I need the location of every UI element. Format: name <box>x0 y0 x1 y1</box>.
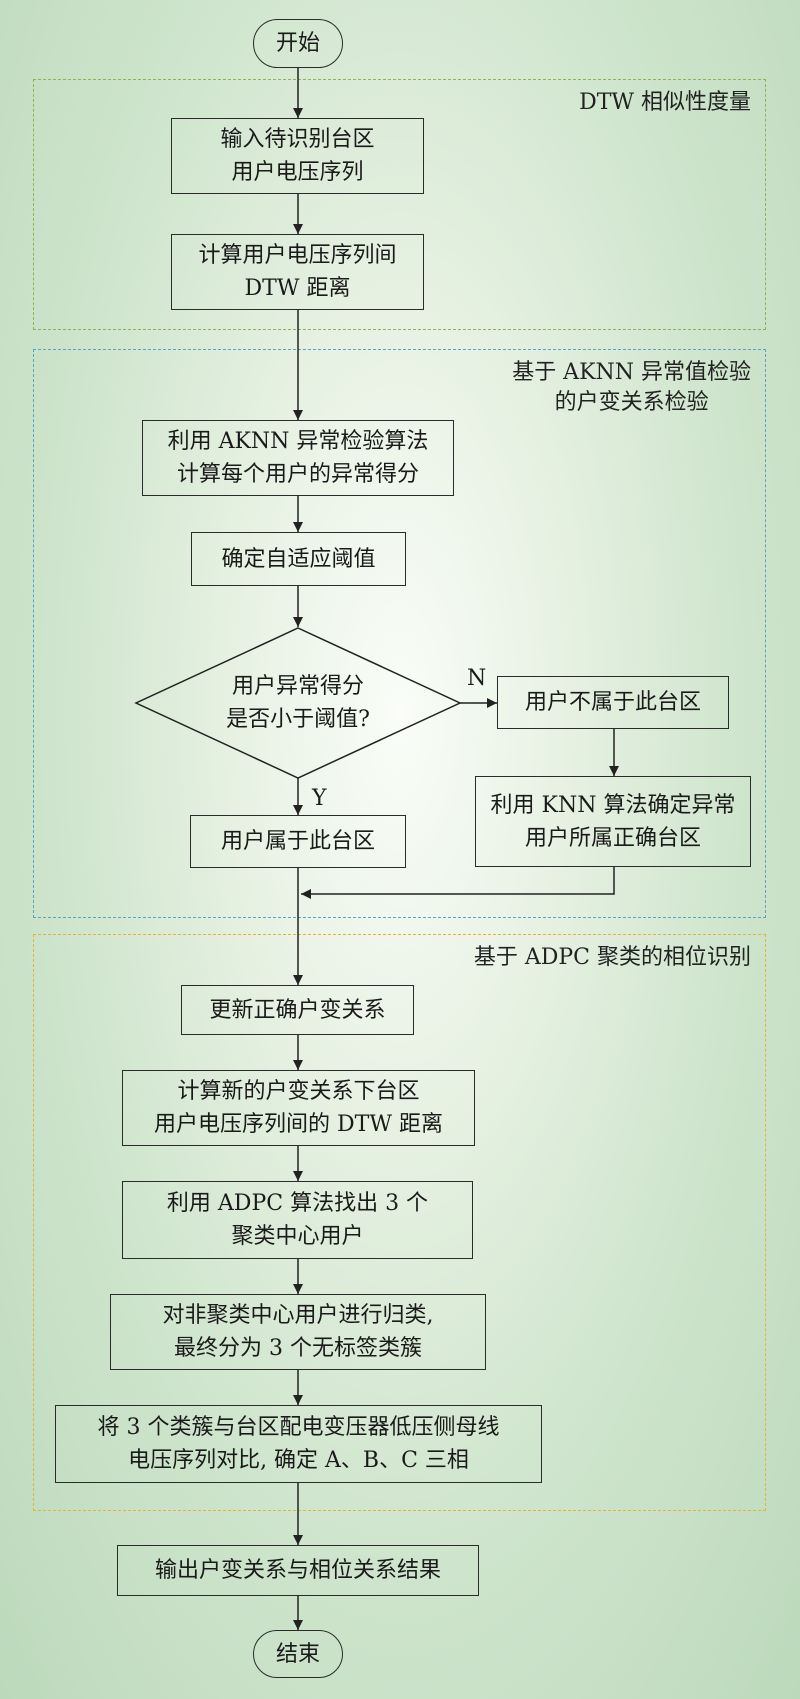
output-result-line: 输出户变关系与相位关系结果 <box>154 1558 441 1583</box>
group-adpc-title: 基于 ADPC 聚类的相位识别 <box>474 943 751 973</box>
calc-dtw-line: DTW 距离 <box>244 276 351 301</box>
group-title-line: 基于 ADPC 聚类的相位识别 <box>473 945 751 970</box>
belong-line: 用户属于此台区 <box>220 829 375 854</box>
knn-correct-line: 利用 KNN 算法确定异常 <box>490 792 736 818</box>
calc-dtw-step: 计算用户电压序列间 DTW 距离 <box>171 234 424 310</box>
calc-new-dtw-line: 用户电压序列间的 DTW 距离 <box>154 1112 443 1137</box>
update-relation-step: 更新正确户变关系 <box>181 985 414 1035</box>
group-dtw-title: DTW 相似性度量 <box>579 88 751 118</box>
compare-phase-line: 电压序列对比, 确定 A、B、C 三相 <box>128 1448 469 1473</box>
end-terminal: 结束 <box>253 1630 343 1678</box>
group-title-line: DTW 相似性度量 <box>579 90 751 115</box>
group-adpc-phase: 基于 ADPC 聚类的相位识别 <box>33 934 766 1511</box>
adpc-centers-line: 利用 ADPC 算法找出 3 个 <box>166 1191 429 1216</box>
classify-step: 对非聚类中心用户进行归类, 最终分为 3 个无标签类簇 <box>110 1294 486 1370</box>
adpc-centers-step: 利用 ADPC 算法找出 3 个聚类中心用户 <box>122 1181 473 1259</box>
not-belong-line: 用户不属于此台区 <box>524 690 701 715</box>
group-dtw-similarity: DTW 相似性度量 <box>33 79 766 330</box>
threshold-line: 确定自适应阈值 <box>221 546 376 572</box>
decision-diamond <box>134 627 462 779</box>
branch-label-yes: Y <box>312 786 327 811</box>
start-line: 开始 <box>275 31 320 56</box>
decision-line: 是否小于阈值? <box>226 707 370 732</box>
group-aknn-check: 基于 AKNN 异常值检验的户变关系检验 <box>33 349 766 918</box>
classify-line: 最终分为 3 个无标签类簇 <box>174 1336 422 1361</box>
input-voltage-step: 输入待识别台区用户电压序列 <box>171 118 424 194</box>
aknn-score-step: 利用 AKNN 异常检验算法计算每个用户的异常得分 <box>142 420 454 496</box>
compare-phase-line: 将 3 个类簇与台区配电变压器低压侧母线 <box>97 1415 500 1440</box>
calc-new-dtw-line: 计算新的户变关系下台区 <box>177 1079 420 1104</box>
compare-phase-step: 将 3 个类簇与台区配电变压器低压侧母线电压序列对比, 确定 A、B、C 三相 <box>55 1405 542 1483</box>
end-line: 结束 <box>275 1641 320 1667</box>
input-voltage-line: 输入待识别台区 <box>220 127 375 152</box>
decision-line: 用户异常得分 <box>231 674 364 699</box>
threshold-step: 确定自适应阈值 <box>191 532 406 586</box>
group-title-line: 的户变关系检验 <box>554 390 709 415</box>
knn-correct-line: 用户所属正确台区 <box>524 825 701 851</box>
adpc-centers-line: 聚类中心用户 <box>231 1224 364 1249</box>
knn-correct-step: 利用 KNN 算法确定异常用户所属正确台区 <box>475 776 751 867</box>
group-title-line: 基于 AKNN 异常值检验 <box>512 360 751 385</box>
belong-step: 用户属于此台区 <box>190 815 406 868</box>
not-belong-step: 用户不属于此台区 <box>497 676 729 729</box>
decision-question: 用户异常得分是否小于阈值? <box>186 668 410 738</box>
group-aknn-title: 基于 AKNN 异常值检验的户变关系检验 <box>512 358 751 418</box>
start-terminal: 开始 <box>253 19 343 68</box>
arrow-knn-return <box>301 867 615 899</box>
classify-line: 对非聚类中心用户进行归类, <box>162 1303 434 1328</box>
update-relation-line: 更新正确户变关系 <box>209 997 386 1023</box>
calc-new-dtw-step: 计算新的户变关系下台区用户电压序列间的 DTW 距离 <box>122 1070 475 1146</box>
input-voltage-line: 用户电压序列 <box>231 160 364 185</box>
branch-label-no: N <box>467 666 487 691</box>
output-result-step: 输出户变关系与相位关系结果 <box>117 1545 479 1596</box>
calc-dtw-line: 计算用户电压序列间 <box>198 243 397 268</box>
aknn-score-line: 利用 AKNN 异常检验算法 <box>167 429 429 454</box>
aknn-score-line: 计算每个用户的异常得分 <box>176 462 419 487</box>
